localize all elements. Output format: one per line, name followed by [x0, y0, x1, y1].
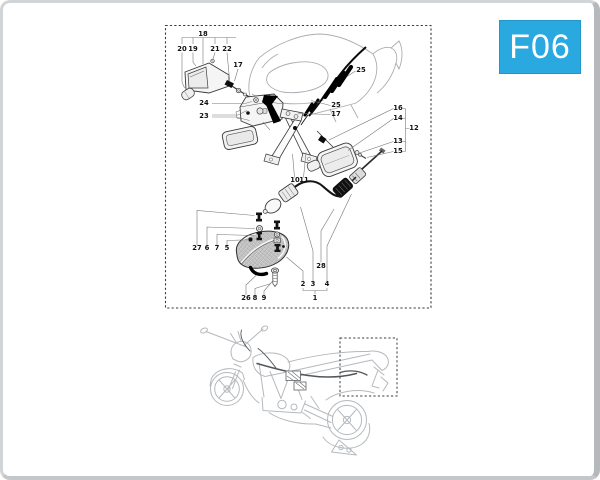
bulb-socket — [278, 183, 299, 203]
screw-8 — [270, 267, 279, 288]
page-code-text: F06 — [509, 27, 571, 66]
part-label-25: 25 — [356, 66, 366, 74]
part-label-28: 28 — [316, 262, 326, 270]
part-label-3: 3 — [311, 280, 316, 288]
motorcycle-overview — [200, 325, 398, 456]
ecu-battery-boxes — [285, 370, 307, 391]
grommet-27 — [256, 212, 262, 222]
part-label-24: 24 — [199, 99, 209, 107]
part-label-27: 27 — [192, 244, 202, 252]
part-label-12: 12 — [409, 124, 419, 132]
part-label-6: 6 — [205, 244, 210, 252]
part-label-23: 23 — [199, 112, 209, 120]
grommet-7 — [256, 232, 262, 241]
bulb — [262, 198, 282, 214]
page-code-badge: F06 — [499, 20, 581, 74]
part-label-2: 2 — [301, 280, 306, 288]
rear-reflector — [221, 126, 259, 150]
left-turn-signal — [181, 58, 252, 101]
fasteners-group — [248, 212, 281, 288]
bulb-right-signal — [306, 159, 321, 172]
part-label-17: 17 — [233, 61, 243, 69]
diagram-dashed-border — [164, 24, 432, 309]
part-label-21: 21 — [210, 45, 220, 53]
part-label-8: 8 — [253, 294, 258, 302]
screw-17 — [285, 111, 291, 116]
nut-6 — [256, 225, 263, 232]
part-label-7: 7 — [215, 244, 220, 252]
direction-arrow — [262, 95, 281, 124]
part-label-1: 1 — [313, 294, 318, 302]
harness-run — [256, 362, 358, 378]
pad-5 — [248, 237, 253, 242]
part-label-5: 5 — [225, 244, 230, 252]
part-label-4: 4 — [325, 280, 330, 288]
nut-13 — [354, 150, 360, 155]
part-label-14: 14 — [393, 114, 403, 122]
part-label-13: 13 — [393, 137, 403, 145]
tail-light-lens — [235, 230, 290, 269]
part-label-19: 19 — [188, 45, 198, 53]
part-label-26: 26 — [241, 294, 251, 302]
bulb-20 — [181, 87, 195, 101]
part-label-22: 22 — [222, 45, 232, 53]
part-label-11: 11 — [299, 176, 309, 184]
location-highlight-box — [339, 337, 398, 397]
leader-lines — [181, 37, 410, 295]
screw-15 — [358, 153, 362, 157]
bulb-socket-cable — [262, 147, 386, 214]
connector — [332, 177, 354, 198]
part-label-18: 18 — [198, 30, 208, 38]
tail-light-housing — [235, 93, 284, 131]
part-label-17: 17 — [331, 110, 341, 118]
fastener-22 — [224, 80, 234, 88]
plate-stay-bracket — [263, 108, 318, 166]
part-label-15: 15 — [393, 147, 403, 155]
right-turn-signal — [306, 130, 367, 177]
part-label-16: 16 — [393, 104, 403, 112]
part-label-10: 10 — [290, 176, 300, 184]
trim-26 — [248, 265, 269, 277]
clip-16 — [318, 135, 327, 144]
part-label-25: 25 — [331, 101, 341, 109]
part-label-20: 20 — [177, 45, 187, 53]
bulb-holder-23 — [256, 107, 264, 115]
part-label-9: 9 — [262, 294, 267, 302]
